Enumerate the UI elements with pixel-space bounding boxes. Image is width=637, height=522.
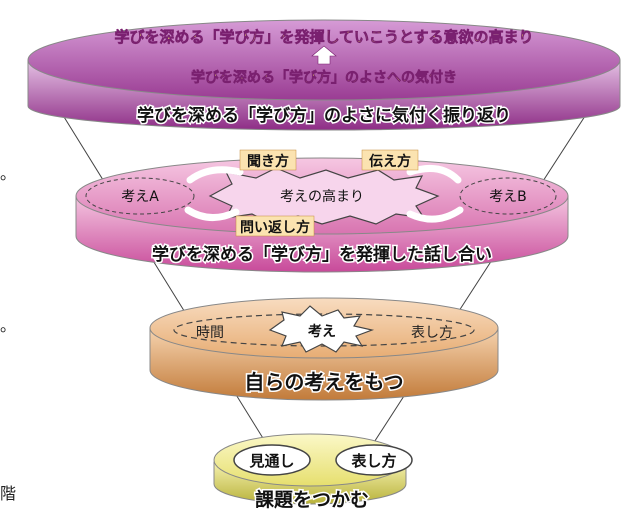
- level-own-thought: 時間 表し方 考え 自らの考えをもつ: [149, 297, 499, 401]
- side-mark-3: 階: [0, 484, 17, 503]
- top-band-label: 学びを深める「学び方」のよさに気付く振り返り: [137, 105, 511, 126]
- tag-conveying: 伝え方: [361, 149, 419, 171]
- arrow-left-upper-icon: [186, 166, 244, 184]
- arrow-right-upper-icon: [406, 164, 462, 184]
- bubble-b: [459, 177, 557, 215]
- discussion-center-text: 考えの高まり: [280, 188, 364, 205]
- tag-questioning: 問い返し方: [235, 215, 315, 237]
- top-title-text: 学びを深める「学び方」を発揮していこうとする意欲の高まり: [114, 28, 533, 46]
- yellow-pill-left: 見通し: [233, 444, 311, 476]
- level-grasp: 見通し 表し方 課題をつかむ: [213, 433, 413, 513]
- tag-listening: 聞き方: [239, 149, 297, 171]
- level-discussion: 考えの高まり 考えA 考えB 聞き方 伝え方 問い返し方 学びを深める「学び方」…: [75, 149, 569, 273]
- level-top: 学びを深める「学び方」を発揮していこうとする意欲の高まり 学びを深める「学び方」…: [27, 19, 621, 131]
- own-thought-left-text: 時間: [196, 325, 224, 341]
- own-thought-center-text: 考え: [308, 323, 336, 340]
- grasp-left-text: 見通し: [248, 452, 294, 470]
- tag-questioning-text: 問い返し方: [240, 219, 310, 236]
- arrow-right-lower-icon: [406, 206, 464, 223]
- own-thought-right-text: 表し方: [411, 325, 453, 341]
- bubble-a: [85, 177, 195, 215]
- thought-burst: [268, 305, 375, 353]
- discussion-right-text: 考えB: [489, 189, 527, 205]
- arrow-left-lower-icon: [184, 206, 240, 221]
- side-mark-2: 。: [0, 316, 17, 335]
- side-mark-1: 。: [0, 164, 17, 183]
- own-thought-band-label: 自らの考えをもつ: [244, 370, 403, 394]
- yellow-pill-right: 表し方: [335, 444, 413, 476]
- up-arrow-icon: [311, 45, 337, 65]
- grasp-right-text: 表し方: [351, 452, 396, 470]
- discussion-left-text: 考えA: [121, 189, 159, 205]
- tag-listening-text: 聞き方: [247, 153, 289, 170]
- discussion-band-label: 学びを深める「学び方」を発揮した話し合い: [152, 244, 492, 265]
- orange-dashed-ring: [173, 313, 475, 347]
- grasp-band-label: 課題をつかむ: [255, 488, 369, 511]
- tag-conveying-text: 伝え方: [369, 153, 411, 170]
- top-subtitle-text: 学びを深める「学び方」のよさへの気付き: [191, 69, 457, 86]
